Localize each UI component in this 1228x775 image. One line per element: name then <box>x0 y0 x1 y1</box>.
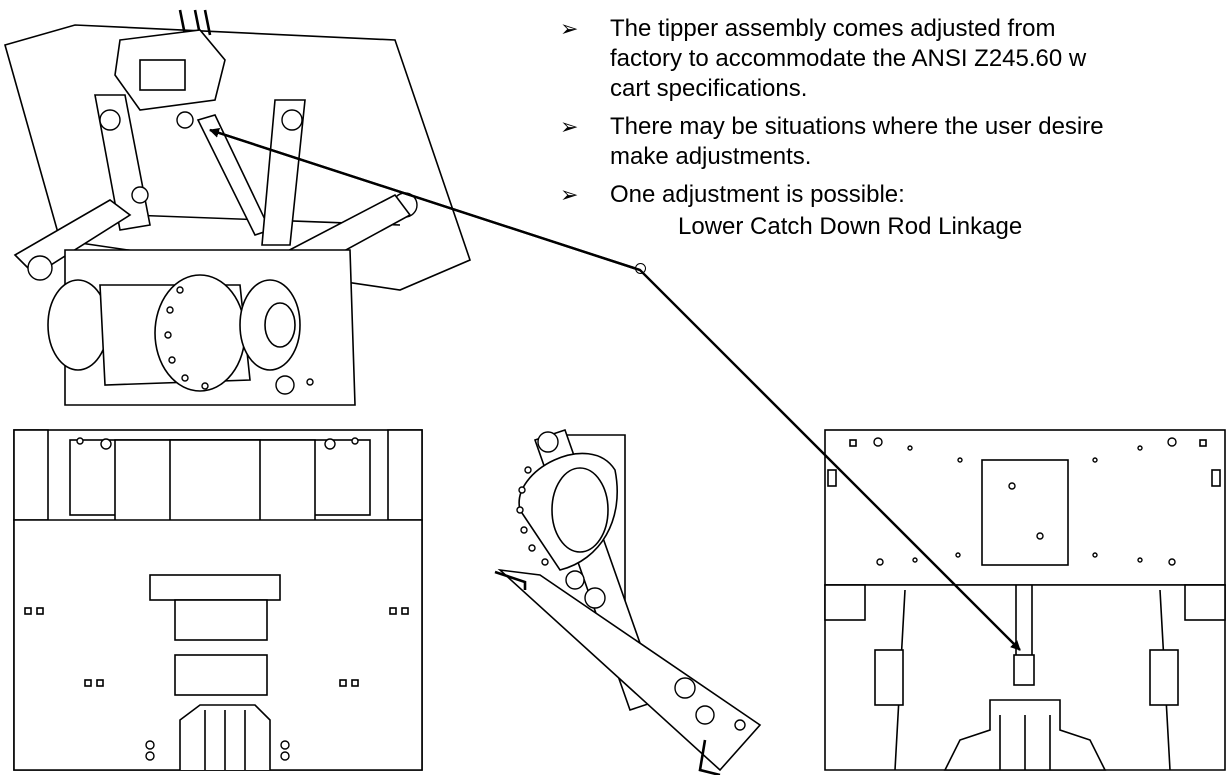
isometric-tipper-view <box>4 9 471 406</box>
bullet-1-line-3: cart specifications. <box>610 75 808 102</box>
sub-bullet: Lower Catch Down Rod Linkage <box>678 212 1022 242</box>
bullet-2-line-2: make adjustments. <box>610 143 812 170</box>
side-view <box>494 428 762 775</box>
bullet-2-line-1: There may be situations where the user d… <box>610 113 1104 140</box>
bullet-3: ➢ One adjustment is possible: <box>560 180 905 210</box>
circle-bullet-icon <box>635 263 646 274</box>
arrow-bullet-icon: ➢ <box>560 114 579 139</box>
arrow-bullet-icon: ➢ <box>560 182 579 207</box>
rear-view <box>824 429 1226 771</box>
bullet-1-line-1: The tipper assembly comes adjusted from <box>610 15 1056 42</box>
bullet-1-line-2: factory to accommodate the ANSI Z245.60 … <box>610 45 1087 72</box>
bullet-1: ➢ The tipper assembly comes adjusted fro… <box>560 14 1056 44</box>
sub-bullet-label: Lower Catch Down Rod Linkage <box>678 213 1023 240</box>
bullet-2: ➢ There may be situations where the user… <box>560 112 1104 142</box>
bullet-3-line-1: One adjustment is possible: <box>610 181 905 208</box>
front-view <box>13 429 423 771</box>
arrow-bullet-icon: ➢ <box>560 16 579 41</box>
